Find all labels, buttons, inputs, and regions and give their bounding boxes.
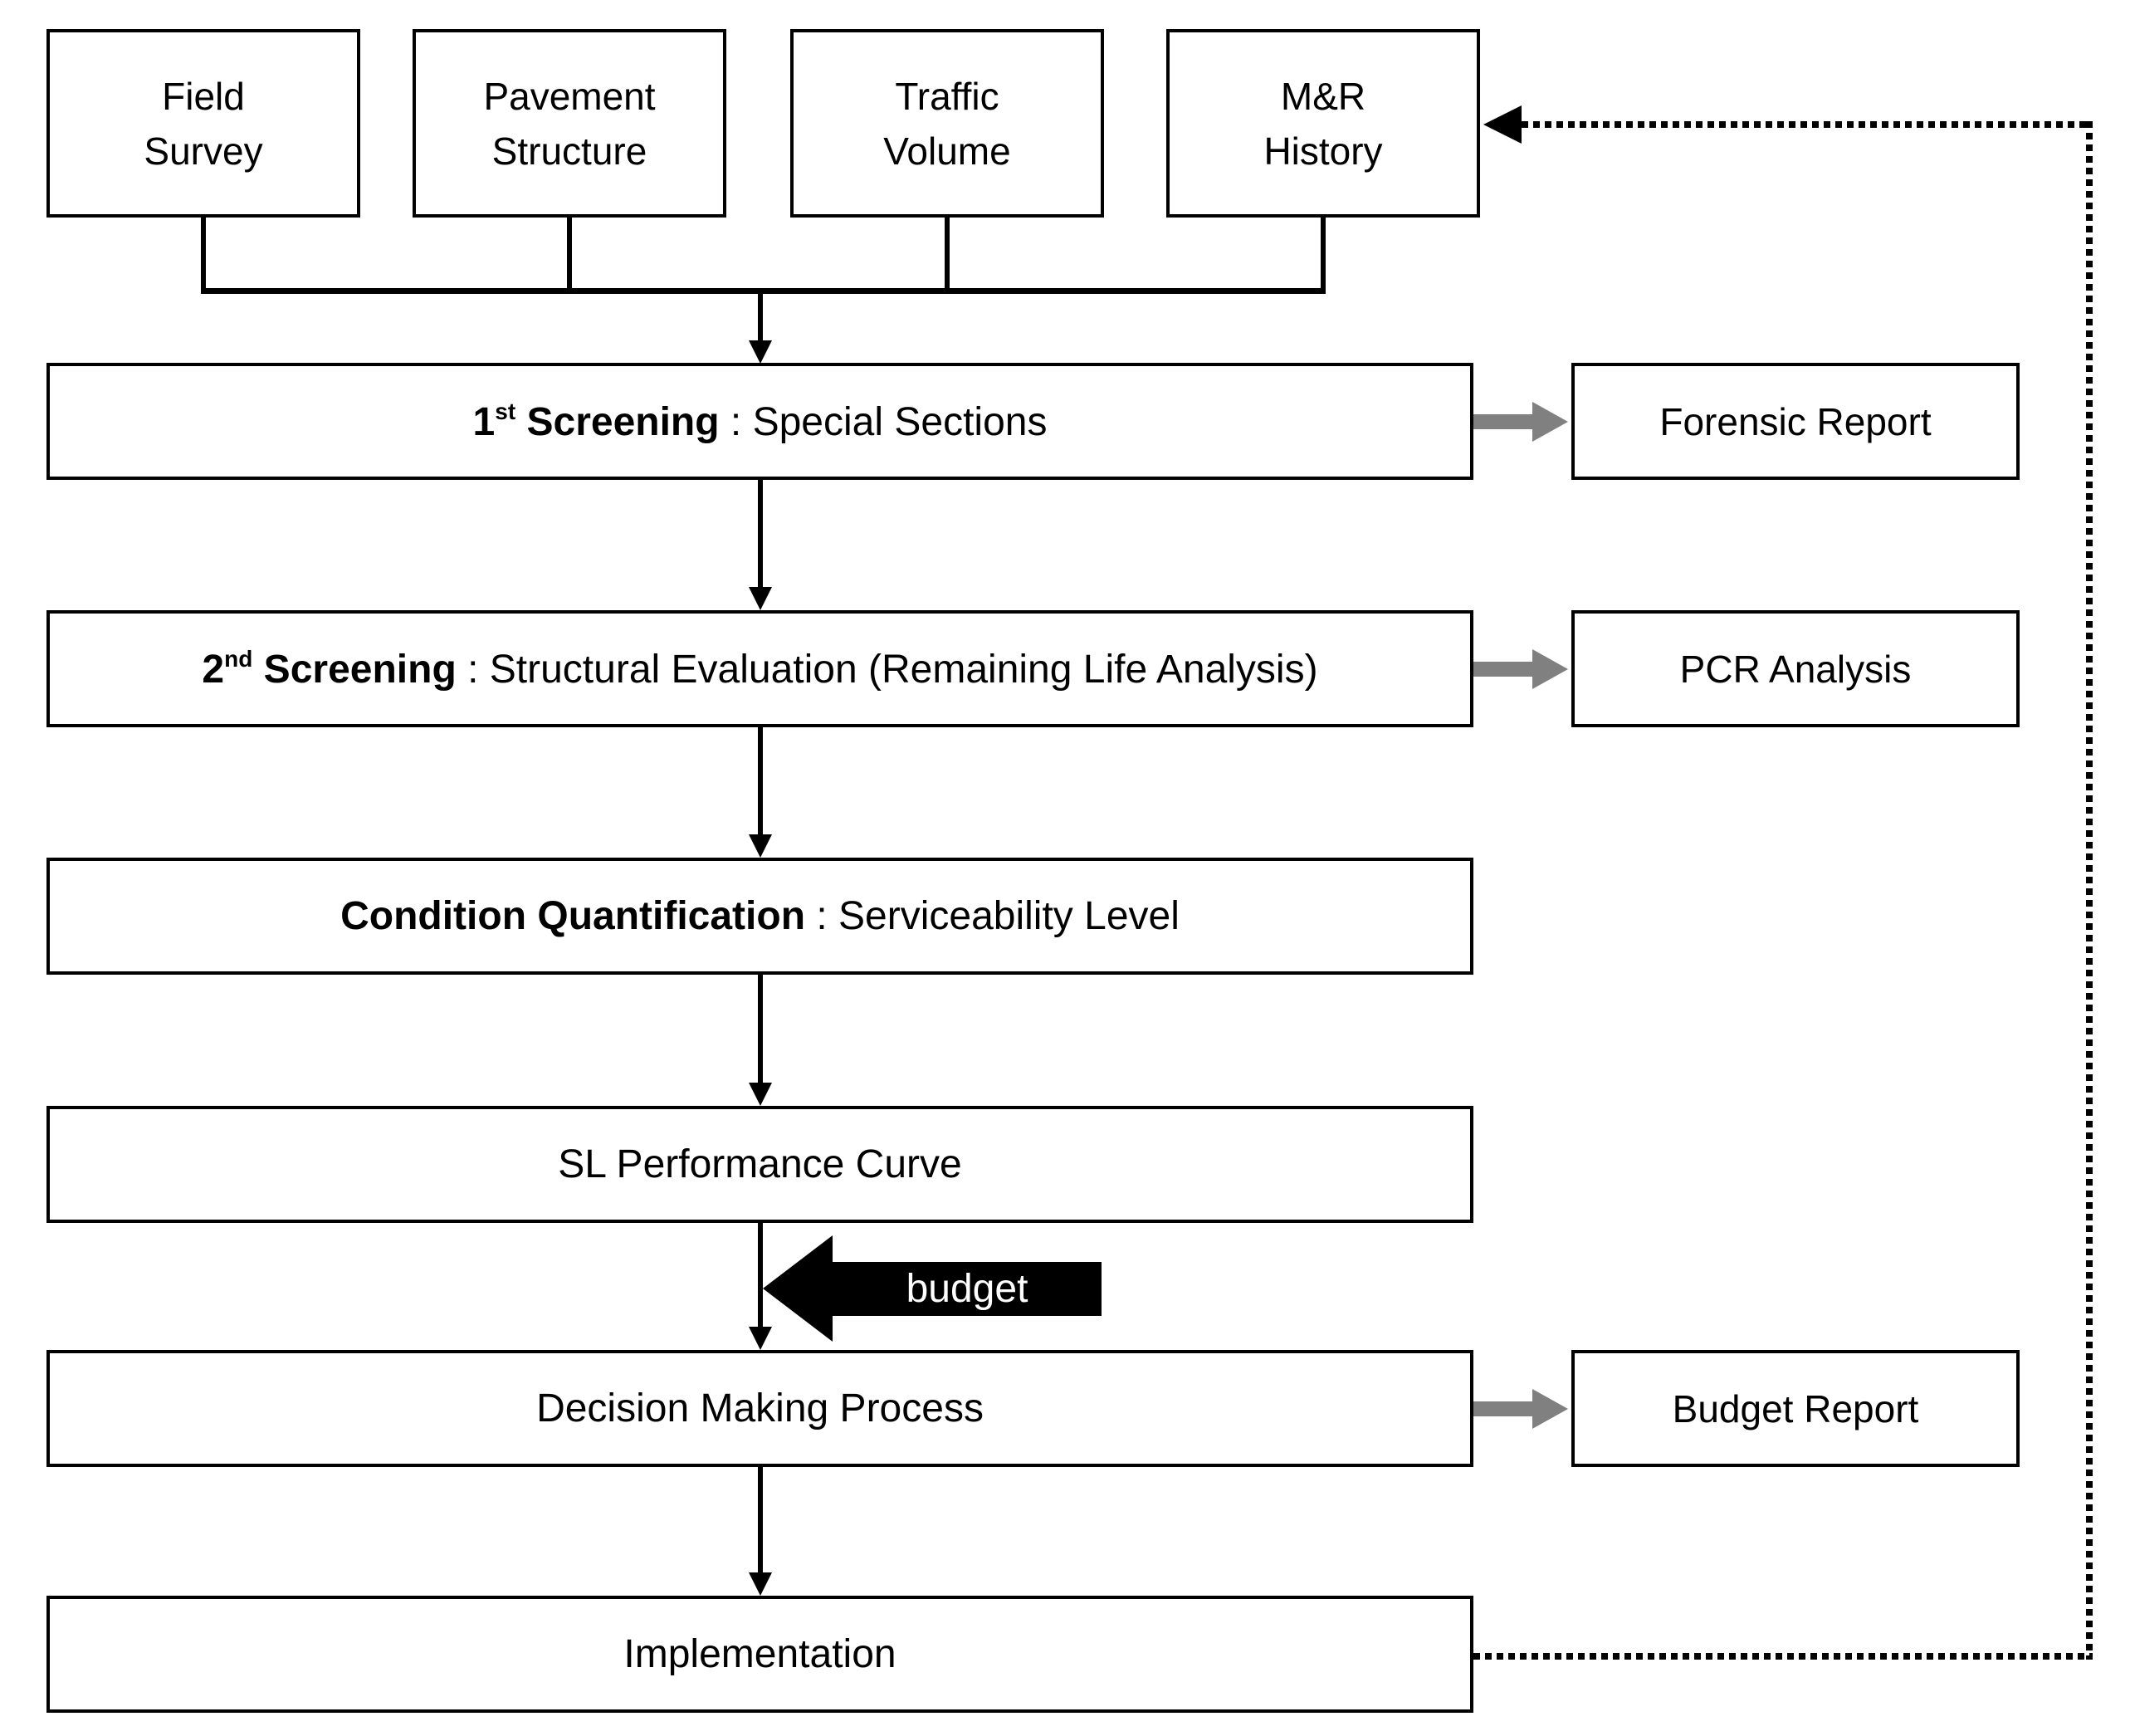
side-label-forensic-report: Forensic Report	[1659, 399, 1932, 443]
input-label-field-survey: Field Survey	[144, 74, 263, 173]
down-arrow-icon-into-first-screening	[749, 340, 772, 364]
gray-arrow-shaft	[1473, 662, 1532, 677]
budget-arrow-shaft: budget	[833, 1262, 1102, 1316]
flow-box-second-screening: 2nd Screening : Structural Evaluation (R…	[46, 610, 1473, 727]
feedback-dotted-line-bottom	[1473, 1653, 2093, 1660]
input-label-pavement-structure: Pavement Structure	[483, 74, 656, 173]
flow-label-bold-part: Screening	[252, 647, 457, 692]
flow-label-bold-part: Screening	[515, 399, 720, 444]
gray-arrow-head	[1532, 1389, 1568, 1429]
flow-label-ordinal-number: 1	[472, 399, 496, 444]
gray-arrow-head	[1532, 649, 1568, 689]
down-arrow-icon-1-to-2	[749, 587, 772, 610]
input-box-mr-history: M&R History	[1166, 29, 1480, 218]
feedback-dotted-line-vertical	[2086, 121, 2093, 1660]
side-box-forensic-report: Forensic Report	[1571, 363, 2020, 480]
flow-label-sl-performance-curve: SL Performance Curve	[558, 1142, 962, 1186]
gray-arrow-icon-to-budget-report	[1473, 1389, 1568, 1429]
flow-label-rest: : Structural Evaluation (Remaining Life …	[456, 647, 1318, 692]
feedback-left-arrow-icon-into-mr-history	[1483, 105, 1522, 144]
flow-label-ordinal-suffix: st	[495, 398, 516, 424]
flow-box-first-screening: 1st Screening : Special Sections	[46, 363, 1473, 480]
input-box-traffic-volume: Traffic Volume	[790, 29, 1104, 218]
budget-arrow: budget	[763, 1235, 1102, 1342]
connector-stub-mr-history	[1321, 214, 1326, 294]
gray-arrow-icon-to-pcr-analysis	[1473, 649, 1568, 689]
connector-stub-pavement-structure	[567, 214, 572, 294]
side-box-pcr-analysis: PCR Analysis	[1571, 610, 2020, 727]
side-label-budget-report: Budget Report	[1672, 1386, 1919, 1430]
flow-box-implementation: Implementation	[46, 1596, 1473, 1713]
connector-drop-stem	[758, 291, 763, 342]
down-arrow-icon-5-to-6	[749, 1572, 772, 1596]
flow-label-decision-making-process: Decision Making Process	[536, 1386, 984, 1430]
connector-horizontal-bus	[201, 288, 1326, 294]
flow-label-implementation: Implementation	[623, 1632, 896, 1676]
gray-arrow-icon-to-forensic-report	[1473, 402, 1568, 442]
flow-label-second-screening: 2nd Screening : Structural Evaluation (R…	[202, 646, 1317, 692]
budget-label: budget	[906, 1267, 1028, 1311]
input-box-pavement-structure: Pavement Structure	[413, 29, 726, 218]
gray-arrow-head	[1532, 402, 1568, 442]
down-arrow-icon-2-to-3	[749, 834, 772, 858]
side-box-budget-report: Budget Report	[1571, 1350, 2020, 1467]
input-label-mr-history: M&R History	[1263, 74, 1383, 173]
flow-label-condition-quantification: Condition Quantification : Serviceabilit…	[340, 893, 1180, 939]
arrow-stem-2-to-3	[758, 727, 763, 836]
arrow-stem-3-to-4	[758, 975, 763, 1084]
side-label-pcr-analysis: PCR Analysis	[1679, 647, 1912, 691]
flow-label-rest: : Serviceability Level	[805, 894, 1180, 938]
input-label-traffic-volume: Traffic Volume	[883, 74, 1011, 173]
flow-label-ordinal-number: 2	[202, 647, 225, 692]
gray-arrow-shaft	[1473, 414, 1532, 429]
gray-arrow-shaft	[1473, 1401, 1532, 1416]
down-arrow-icon-3-to-4	[749, 1083, 772, 1106]
flow-box-condition-quantification: Condition Quantification : Serviceabilit…	[46, 858, 1473, 975]
flow-label-rest: : Special Sections	[719, 399, 1048, 444]
flow-label-bold-part: Condition Quantification	[340, 894, 806, 938]
arrow-stem-5-to-6	[758, 1467, 763, 1574]
flow-box-sl-performance-curve: SL Performance Curve	[46, 1106, 1473, 1223]
connector-stub-traffic-volume	[945, 214, 950, 294]
arrow-stem-4-to-5	[758, 1223, 763, 1328]
arrow-stem-1-to-2	[758, 480, 763, 589]
feedback-dotted-line-top	[1522, 121, 2093, 128]
flow-label-ordinal-suffix: nd	[224, 645, 253, 672]
budget-arrow-left-head-icon	[763, 1235, 833, 1342]
flow-box-decision-making-process: Decision Making Process	[46, 1350, 1473, 1467]
input-box-field-survey: Field Survey	[46, 29, 360, 218]
flow-label-first-screening: 1st Screening : Special Sections	[473, 399, 1048, 445]
connector-stub-field-survey	[201, 214, 206, 294]
